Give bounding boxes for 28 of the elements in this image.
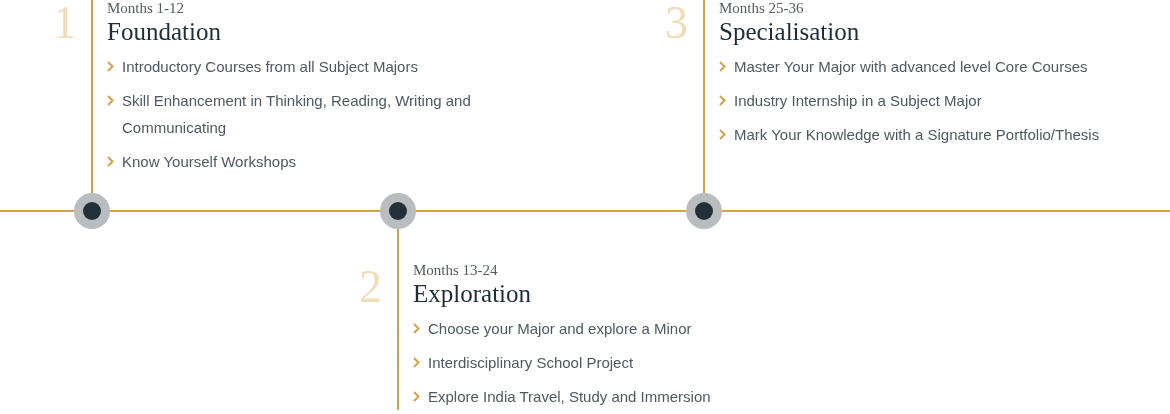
phase-title: Exploration <box>413 279 533 309</box>
timeline-dot <box>380 193 416 229</box>
period-label: Months 25-36 <box>719 0 805 17</box>
timeline-line <box>397 228 399 263</box>
period-label: Months 1-12 <box>107 0 186 17</box>
list-item: Interdisciplinary School Project <box>413 349 817 376</box>
timeline-line <box>109 210 381 212</box>
timeline-line <box>721 210 1170 212</box>
step-number: 1 <box>53 0 76 46</box>
step-number: 2 <box>359 264 382 310</box>
timeline-line <box>703 154 705 194</box>
phase-title: Specialisation <box>719 17 861 47</box>
list-item: Industry Internship in a Subject Major <box>719 87 1170 114</box>
list-item: Master Your Major with advanced level Core Courses <box>719 53 1170 80</box>
phase-title: Foundation <box>107 17 222 47</box>
list-item: Mark Your Knowledge with a Signature Portfolio/Thesis <box>719 121 1170 148</box>
timeline-line <box>415 210 687 212</box>
step-number: 3 <box>665 0 688 46</box>
list-item: Choose your Major and explore a Minor <box>413 315 817 342</box>
list-item: Introductory Courses from all Subject Majors <box>107 53 561 80</box>
timeline-dot <box>74 193 110 229</box>
list-item: Skill Enhancement in Thinking, Reading, Writing and Communicating <box>107 87 561 141</box>
period-label: Months 13-24 <box>413 262 499 279</box>
timeline-dot <box>686 193 722 229</box>
timeline-line <box>0 210 75 212</box>
list-item: Know Yourself Workshops <box>107 148 561 175</box>
timeline-line <box>91 181 93 194</box>
list-item: Explore India Travel, Study and Immersion <box>413 383 817 410</box>
